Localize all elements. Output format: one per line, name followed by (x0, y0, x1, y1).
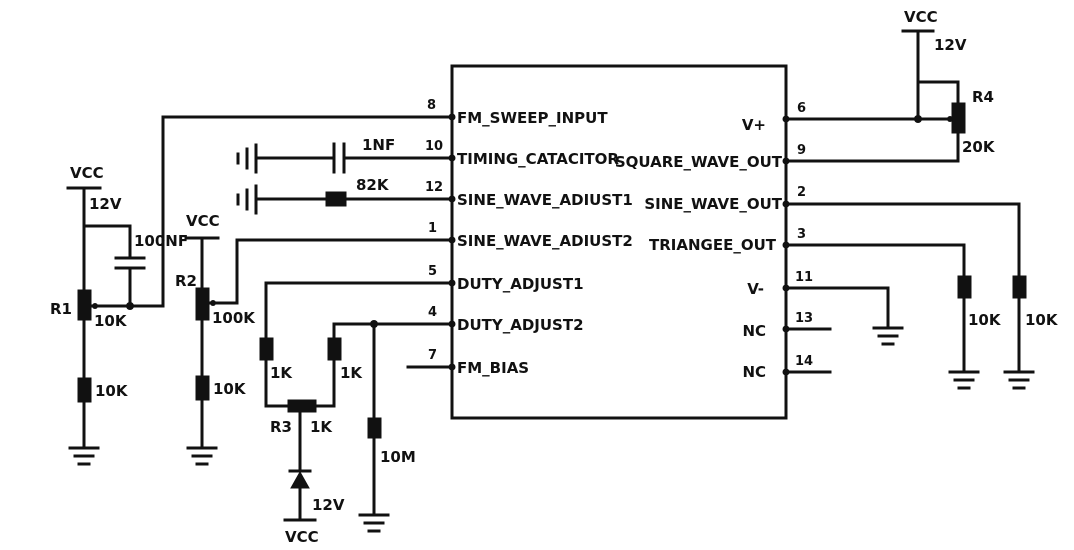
vcc-label: VCC (285, 528, 319, 546)
resistor-10k (195, 375, 210, 401)
resistor-value: 10M (380, 448, 416, 466)
left-pin-8: 8 FM_SWEEP_INPUT (416, 98, 608, 127)
resistor-10k (1012, 275, 1027, 299)
left-pin-1: 1 SINE_WAVE_ADIUST2 (416, 221, 633, 250)
pin-label: V+ (742, 116, 766, 134)
ground-symbol (948, 370, 980, 390)
resistor-1k-right (327, 337, 342, 361)
right-pin-9: 9 SQUARE_WAVE_OUT (615, 143, 832, 171)
left-pin-7: 7 FM_BIAS (406, 348, 529, 377)
resistor-10k (957, 275, 972, 299)
ground-symbol (1003, 370, 1035, 390)
pin-number: 14 (795, 354, 813, 369)
resistor-value: 10K (1025, 311, 1059, 329)
pin-label: SINE_WAVE_OUT (644, 195, 782, 213)
r3-value: 1K (310, 418, 333, 436)
pin-number: 3 (797, 227, 806, 242)
pin-label: DUTY_ADJUST1 (457, 275, 584, 293)
resistor-value: 1K (340, 364, 363, 382)
pin-label: TIMING_CATACITOR (457, 150, 619, 168)
right-pin-11: 11 V- (747, 270, 832, 298)
left-pin-4: 4 DUTY_ADJUST2 (416, 305, 584, 334)
pin-number: 10 (425, 139, 443, 154)
r4-value: 20K (962, 138, 996, 156)
r1-value: 10K (94, 312, 128, 330)
resistor-value: 10K (95, 382, 129, 400)
supply-12v-label: 12V (89, 195, 122, 213)
vcc-label: VCC (70, 164, 104, 182)
fm-sweep-wire (128, 115, 420, 308)
pin-label: NC (742, 322, 766, 340)
triangle-load-branch: 10K (828, 243, 1002, 390)
r2-network: VCC R2 100K 10K (175, 212, 420, 466)
pin-label: NC (742, 363, 766, 381)
pin-label: V- (747, 280, 764, 298)
duty-adjust-network: 1K 1K R3 1K 12V VCC 10M (259, 281, 420, 546)
r4-network: VCC 12V R4 20K (828, 8, 996, 163)
vcc-label: VCC (186, 212, 220, 230)
left-pin-5: 5 DUTY_ADJUST1 (416, 264, 584, 293)
pin-label: TRIANGEE_OUT (649, 236, 777, 254)
left-pin-10: 10 TIMING_CATACITOR (416, 139, 619, 168)
r2-potentiometer (195, 287, 210, 321)
pin-number: 2 (797, 185, 806, 200)
resistor-value: 10K (213, 380, 247, 398)
pin-number: 4 (428, 305, 437, 320)
pin-number: 5 (428, 264, 437, 279)
left-pin-12: 12 SINE_WAVE_ADIUST1 (416, 180, 633, 209)
sine-adjust2-wire (207, 238, 420, 305)
right-pin-13: 13 NC (742, 311, 832, 340)
resistor-10m (367, 417, 382, 439)
resistor-value: 1K (270, 364, 293, 382)
resistor-1k-left (259, 337, 274, 361)
resistor-value: 10K (968, 311, 1002, 329)
sine-adjust1-branch: 82K (236, 176, 420, 215)
resistor-82k (325, 191, 347, 207)
right-pin-6: 6 V+ (742, 101, 832, 134)
resistor-value: 82K (356, 176, 390, 194)
right-pin-3: 3 TRIANGEE_OUT (649, 227, 832, 254)
r2-value: 100K (212, 309, 256, 327)
r3-potentiometer (287, 399, 317, 413)
r1-name: R1 (50, 300, 72, 318)
vminus-ground-branch (828, 286, 904, 346)
ground-symbol (872, 326, 904, 346)
pin-number: 12 (425, 180, 443, 195)
capacitor-value: 100NF (134, 232, 188, 250)
r4-name: R4 (972, 88, 994, 106)
supply-12v-label: 12V (934, 36, 967, 54)
pin-label: FM_SWEEP_INPUT (457, 109, 608, 127)
right-pin-14: 14 NC (742, 354, 832, 381)
ground-symbol (68, 446, 100, 466)
ground-symbol (358, 513, 390, 533)
pin-number: 1 (428, 221, 437, 236)
pin-label: FM_BIAS (457, 359, 529, 377)
supply-12v-label: 12V (312, 496, 345, 514)
timing-capacitor-branch: 1NF (236, 136, 420, 174)
capacitor-value: 1NF (362, 136, 395, 154)
sine-load-branch: 10K (828, 202, 1059, 390)
pin-label: SQUARE_WAVE_OUT (615, 153, 783, 171)
pin-number: 6 (797, 101, 806, 116)
ground-symbol (186, 446, 218, 466)
vcc-label: VCC (904, 8, 938, 26)
r3-name: R3 (270, 418, 292, 436)
pin-number: 13 (795, 311, 813, 326)
resistor-10k (77, 377, 92, 403)
pin-label: SINE_WAVE_ADIUST1 (457, 191, 633, 209)
pin-number: 8 (427, 98, 436, 113)
r1-network: VCC 12V 100NF R1 10K 10K (50, 164, 188, 466)
pin-number: 7 (428, 348, 437, 363)
pin-label: SINE_WAVE_ADIUST2 (457, 232, 633, 250)
pin-number: 9 (797, 143, 806, 158)
r4-potentiometer (951, 102, 966, 134)
r1-potentiometer (77, 289, 92, 321)
pin-label: DUTY_ADJUST2 (457, 316, 584, 334)
r2-name: R2 (175, 272, 197, 290)
pin-number: 11 (795, 270, 813, 285)
right-pin-2: 2 SINE_WAVE_OUT (644, 185, 832, 213)
diode (288, 469, 312, 489)
